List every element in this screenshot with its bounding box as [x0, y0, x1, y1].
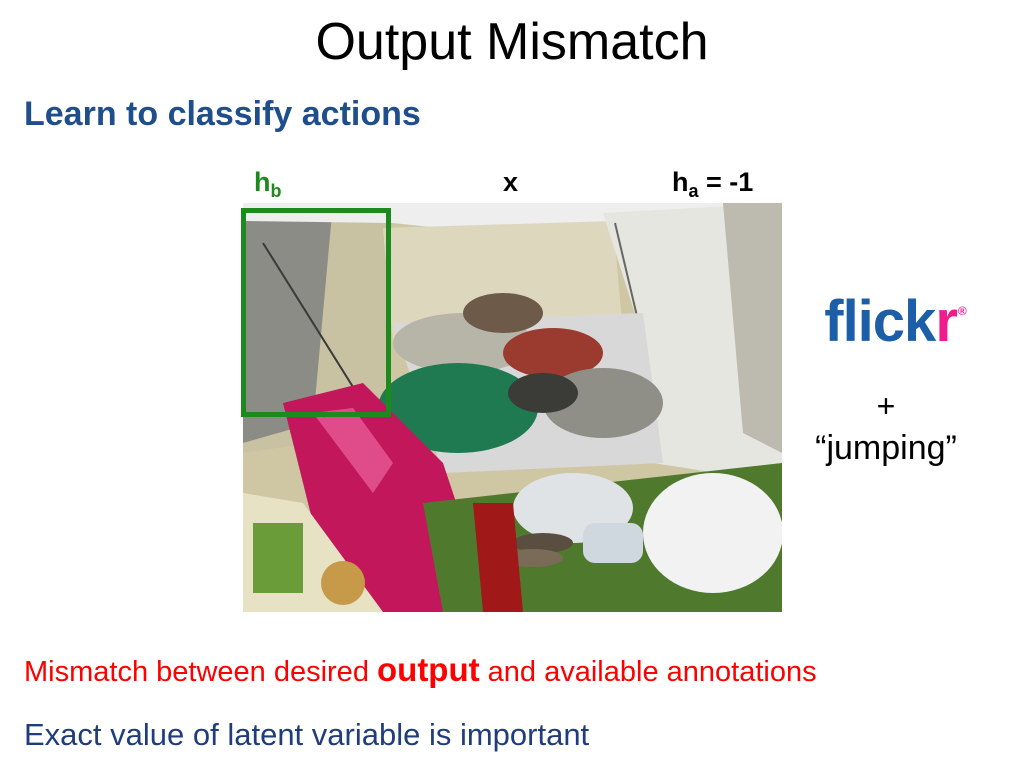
- query-label: “jumping”: [815, 429, 957, 467]
- mismatch-statement: Mismatch between desired output and avai…: [24, 650, 817, 692]
- registered-mark: ®: [957, 304, 967, 318]
- ha-label-sub: a: [688, 181, 699, 201]
- hb-label-sub: b: [270, 181, 282, 201]
- mismatch-emphasis: output: [377, 651, 480, 688]
- x-label: x: [503, 167, 519, 197]
- tent-photo-illustration: [243, 203, 782, 612]
- hb-bounding-box: [241, 208, 391, 417]
- mismatch-after: and available annotations: [479, 656, 817, 688]
- ha-label-value: = -1: [698, 167, 754, 197]
- latent-note: Exact value of latent variable is import…: [24, 717, 590, 752]
- flickr-logo-wordmark: flickr®: [806, 276, 984, 357]
- hb-label: hb: [254, 166, 282, 207]
- flickr-logo: flickr®: [806, 246, 984, 378]
- flickr-logo-blue: flick: [824, 289, 936, 354]
- mismatch-before: Mismatch between desired: [24, 656, 377, 688]
- ha-label-main: h: [672, 167, 689, 197]
- flickr-logo-pink: r: [935, 289, 958, 354]
- plus-sign: +: [876, 388, 896, 424]
- tent-photo: [243, 203, 782, 612]
- ha-label: ha = -1: [672, 166, 753, 207]
- slide-title: Output Mismatch: [315, 13, 709, 71]
- slide-subtitle: Learn to classify actions: [24, 95, 421, 133]
- hb-label-main: h: [254, 167, 271, 197]
